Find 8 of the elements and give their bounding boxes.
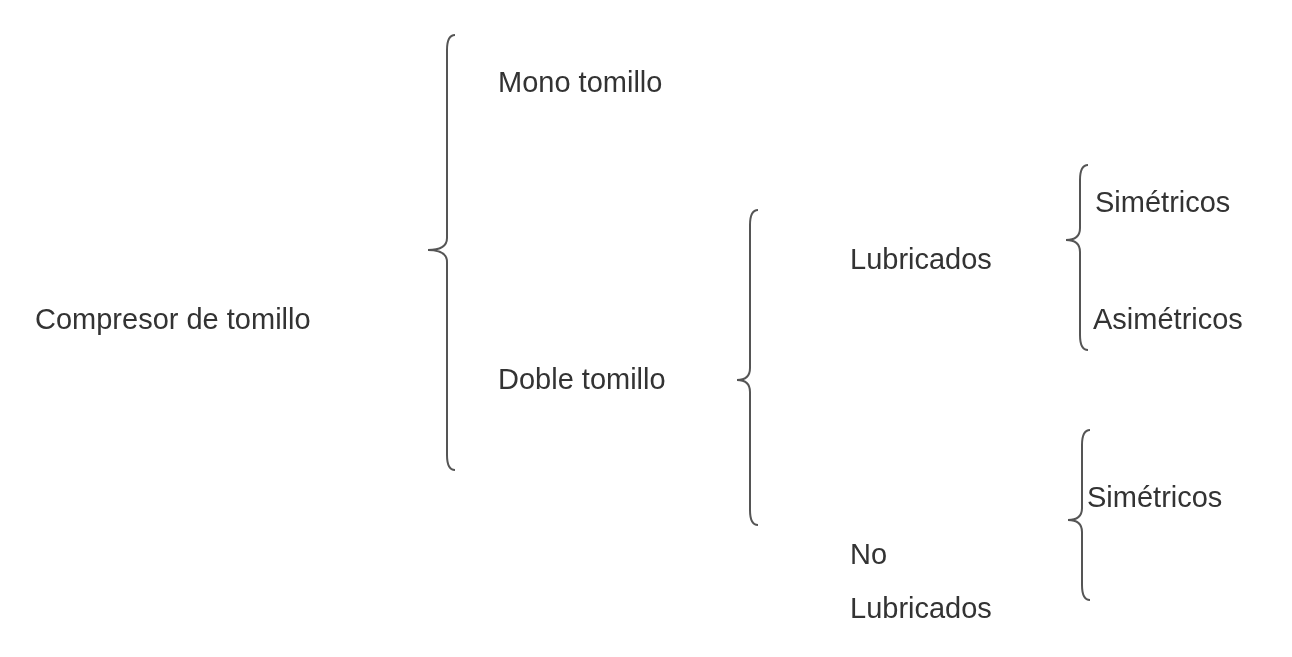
category-label: Mono tomillo xyxy=(498,55,738,109)
category-label: Asimétricos xyxy=(1093,292,1292,346)
category-label: No Lubricados xyxy=(850,527,1020,635)
category-label: Doble tomillo xyxy=(498,352,738,406)
category-label: Simétricos xyxy=(1087,470,1277,524)
category-label: Compresor de tomillo xyxy=(35,292,395,346)
category-label: Simétricos xyxy=(1095,175,1285,229)
category-label: Lubricados xyxy=(850,232,1050,286)
